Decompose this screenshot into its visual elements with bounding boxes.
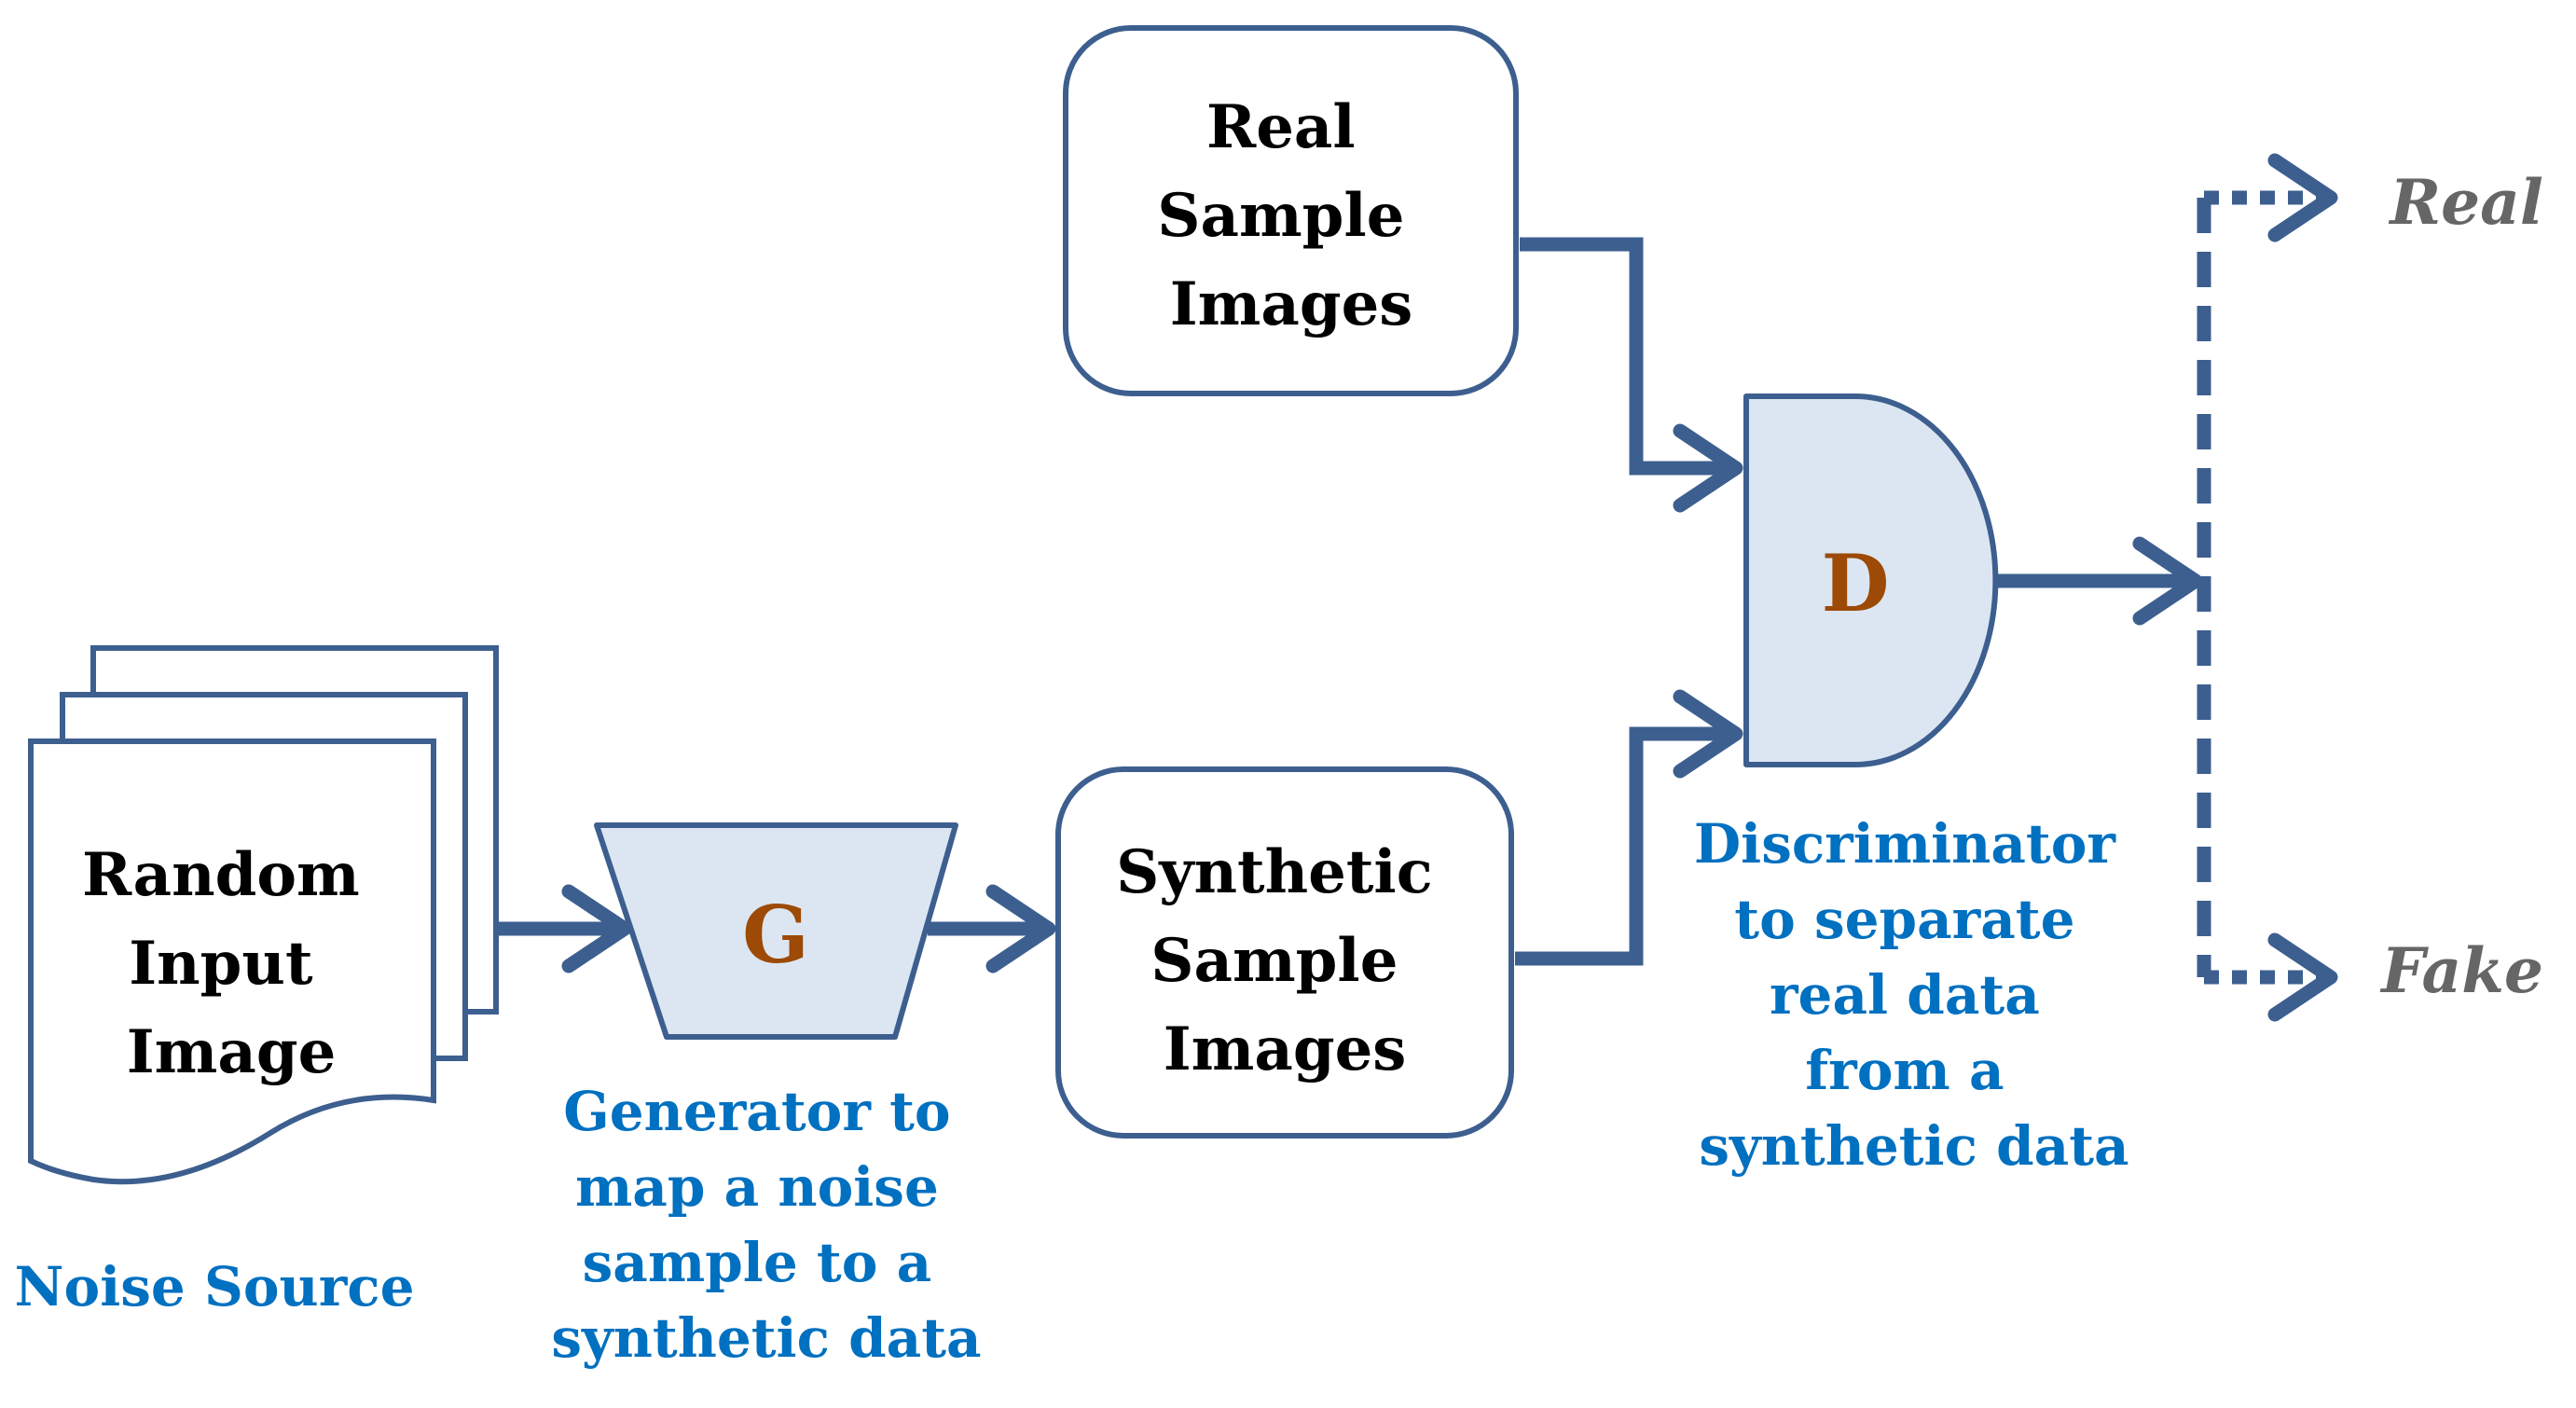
- noise-source-label-line: Image: [127, 1017, 337, 1087]
- generator-block: [594, 822, 958, 1040]
- noise-source-label: Random Input Image: [82, 840, 380, 1087]
- synthetic-samples-label-line: Synthetic: [1116, 837, 1433, 907]
- generator-caption-line: Generator to: [563, 1080, 950, 1143]
- noise-source-caption: Noise Source: [15, 1255, 415, 1318]
- discriminator-letter: D: [1822, 537, 1890, 629]
- generator-caption-line: map a noise: [575, 1155, 939, 1219]
- noise-source-label-line: Random: [82, 840, 360, 910]
- arrow-real-to-discriminator: [1520, 237, 1743, 513]
- discriminator-caption-line: real data: [1770, 963, 2040, 1027]
- arrow-synthetic-to-discriminator: [1515, 689, 1743, 966]
- discriminator-caption-line: from a: [1805, 1039, 2004, 1102]
- discriminator-caption-line: synthetic data: [1699, 1114, 2128, 1178]
- generator-caption-line: synthetic data: [551, 1306, 981, 1370]
- real-samples-label-line: Images: [1170, 269, 1413, 339]
- discriminator-caption: Discriminator to separate real data from…: [1694, 812, 2134, 1178]
- synthetic-samples-label: Synthetic Sample Images: [1116, 837, 1453, 1084]
- real-samples-box: [1063, 25, 1519, 396]
- output-fake-label: Fake: [2379, 934, 2543, 1007]
- noise-source-stack: Random Input Image: [28, 645, 499, 1185]
- discriminator-block: [1743, 393, 1999, 767]
- discriminator-caption-line: to separate: [1734, 888, 2074, 951]
- output-real-label: Real: [2388, 166, 2543, 239]
- discriminator-caption-line: Discriminator: [1694, 812, 2117, 876]
- real-samples-label: Real Sample Images: [1157, 92, 1425, 339]
- synthetic-samples-label-line: Sample: [1150, 926, 1398, 996]
- generator-caption: Generator to map a noise sample to a syn…: [551, 1080, 981, 1370]
- page-front: [28, 739, 436, 1185]
- real-samples-label-line: Sample: [1157, 181, 1404, 251]
- synthetic-samples-box: [1055, 766, 1514, 1139]
- noise-source-label-line: Input: [129, 929, 313, 999]
- generator-letter: G: [742, 889, 809, 981]
- real-samples-label-line: Real: [1206, 92, 1356, 162]
- synthetic-samples-label-line: Images: [1164, 1015, 1407, 1084]
- generator-caption-line: sample to a: [583, 1231, 932, 1294]
